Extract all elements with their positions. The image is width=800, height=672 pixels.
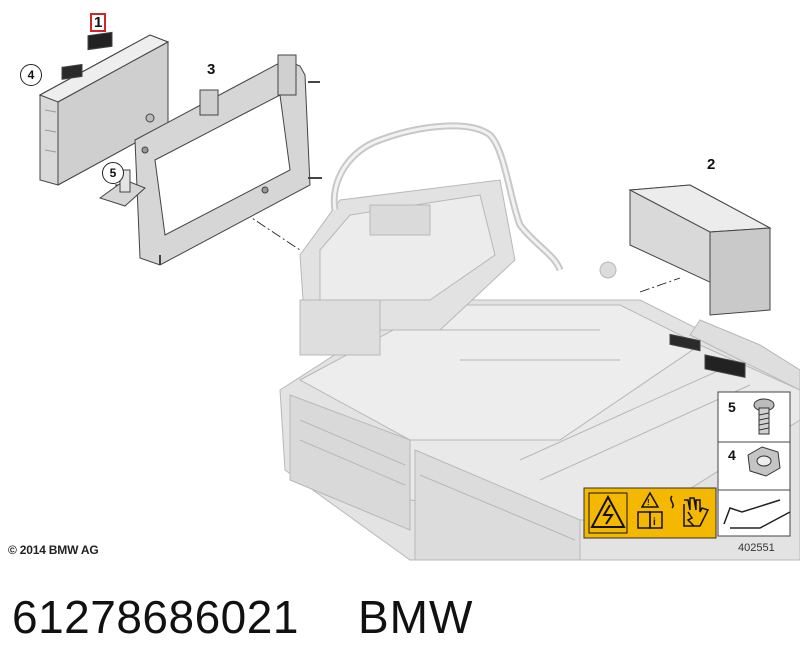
high-voltage-warning-icon — [588, 492, 628, 534]
warning-label: ! i — [583, 487, 717, 539]
svg-text:i: i — [653, 517, 656, 528]
bracket-part-3 — [134, 54, 322, 266]
svg-text:!: ! — [647, 498, 650, 507]
part-number: 61278686021 — [12, 591, 299, 643]
installation-arrow-icon — [723, 499, 791, 529]
bolt-in-place — [98, 169, 146, 207]
control-unit-part-2 — [628, 184, 772, 378]
legend-item-5: 5 — [728, 399, 736, 415]
callout-4: 4 — [20, 64, 42, 86]
callout-1: 1 — [90, 13, 107, 32]
brand-name: BMW — [358, 591, 474, 643]
do-not-touch-icon — [670, 495, 710, 527]
parts-legend — [717, 391, 791, 537]
read-manual-icon: ! i — [637, 491, 663, 529]
diagram-number: 402551 — [738, 542, 775, 554]
bolt-icon — [753, 398, 775, 435]
copyright-notice: © 2014 BMW AG — [8, 543, 99, 557]
battery-pack — [279, 122, 800, 561]
callout-3: 3 — [207, 61, 216, 78]
nut-icon — [747, 446, 781, 477]
exploded-parts-diagram: ! i — [38, 31, 800, 561]
legend-item-4: 4 — [728, 447, 736, 463]
callout-5: 5 — [102, 162, 124, 184]
callout-2: 2 — [707, 156, 716, 173]
